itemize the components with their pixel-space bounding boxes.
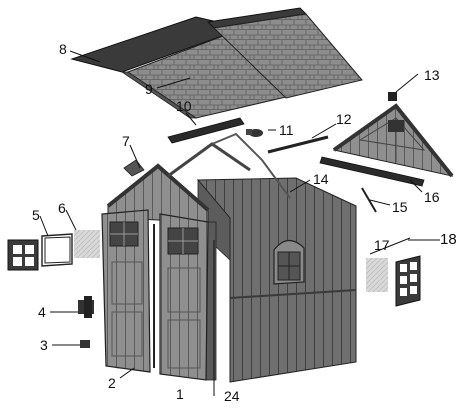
callout-4: 4 xyxy=(38,304,46,320)
callout-13: 13 xyxy=(424,67,440,83)
rear-gable xyxy=(332,103,454,178)
left-door xyxy=(101,209,151,373)
callout-14: 14 xyxy=(313,171,329,187)
callout-3: 3 xyxy=(40,337,48,353)
bracket-part xyxy=(246,129,263,137)
rear-window-frame xyxy=(395,255,421,307)
callout-7: 7 xyxy=(122,133,130,149)
callout-6: 6 xyxy=(58,200,66,216)
side-window-frame xyxy=(7,239,39,271)
callout-18: 18 xyxy=(440,231,457,248)
callout-2: 2 xyxy=(108,375,116,391)
callout-24: 24 xyxy=(224,388,240,404)
callout-5: 5 xyxy=(32,207,40,223)
callout-11: 11 xyxy=(279,122,294,138)
side-window-pane xyxy=(74,230,100,258)
callout-10: 10 xyxy=(176,98,192,114)
callout-1: 1 xyxy=(176,386,184,402)
callout-12: 12 xyxy=(336,111,352,127)
support-rod xyxy=(361,187,377,213)
callout-17: 17 xyxy=(374,237,390,253)
roof-beam xyxy=(167,117,245,144)
leader-lines xyxy=(39,50,440,396)
hinge-pin xyxy=(80,340,90,348)
wall-window xyxy=(273,239,305,285)
callout-15: 15 xyxy=(392,199,408,215)
ridge-rod xyxy=(267,135,329,154)
gable-peak-piece xyxy=(123,159,145,177)
callout-8: 8 xyxy=(59,41,67,57)
side-window-glass-frame xyxy=(41,233,73,267)
right-door xyxy=(159,213,209,381)
rear-window-pane xyxy=(366,258,388,292)
callout-9: 9 xyxy=(145,81,153,97)
gable-trim-bar xyxy=(319,156,425,187)
callout-labels: 8 9 10 11 12 13 7 14 15 16 5 6 17 18 4 3… xyxy=(32,41,457,404)
callout-16: 16 xyxy=(424,189,440,205)
roof-panel-right xyxy=(206,7,363,99)
latch-hardware xyxy=(78,296,94,318)
vent-cap xyxy=(388,92,397,101)
